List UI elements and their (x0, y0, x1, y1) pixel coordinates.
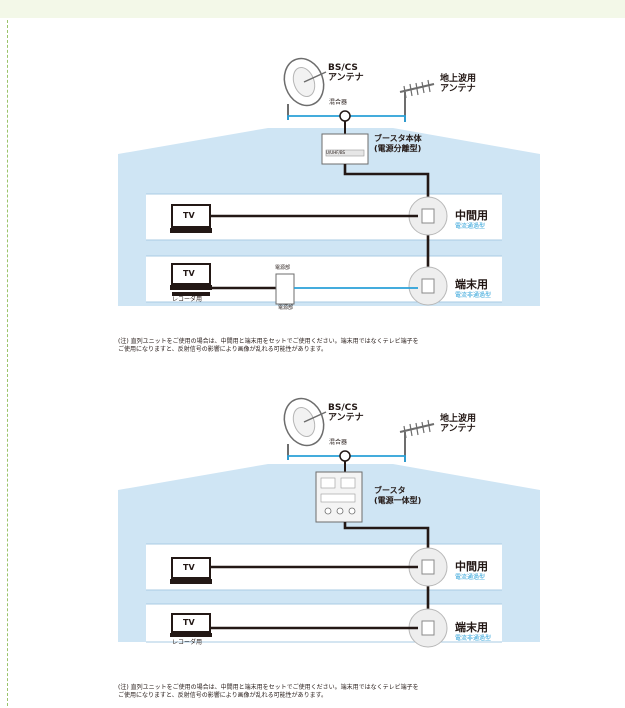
diagram-integrated-power-booster: BS/CS アンテナ 地上波用 アンテナ 混合器 ブースタ (電源一体型) TV… (118, 386, 540, 708)
recorder-label: レコーダ用 (172, 639, 203, 646)
outlet-intermediate-title: 中間用 (455, 209, 488, 222)
diagram-1-graphic (118, 57, 540, 306)
diagram-2-graphic (118, 397, 540, 648)
mixer-icon (339, 110, 351, 122)
outlet-intermediate-title: 中間用 (455, 560, 488, 573)
outlet-intermediate-icon (408, 196, 448, 236)
diagram-1-note: (注) 直列ユニットをご使用の場合は、中間用と端末用をセットでご使用ください。端… (118, 338, 419, 353)
outlet-terminal-title: 端末用 (455, 278, 488, 291)
tv-upper-label: TV (183, 211, 195, 220)
tv-lower-label: TV (183, 618, 195, 627)
outlet-intermediate-subtitle: 電流通過型 (455, 223, 486, 230)
booster-box-label: U/UHF/BS (326, 150, 346, 155)
bs-antenna-label: BS/CS アンテナ (328, 403, 364, 423)
power-supply-icon (275, 273, 295, 305)
outlet-intermediate-subtitle: 電流通過型 (455, 574, 486, 581)
tv-lower-label: TV (183, 269, 195, 278)
power-supply-sub-label: 電源部 (278, 305, 294, 311)
terrestrial-antenna-label: 地上波用 アンテナ (440, 414, 477, 434)
tv-lower-icon (170, 263, 212, 296)
bs-antenna-icon (283, 397, 327, 460)
terrestrial-antenna-label: 地上波用 アンテナ (440, 74, 477, 94)
booster-label: ブースタ (電源一体型) (374, 486, 422, 505)
power-supply-label: 電源部 (275, 265, 291, 271)
tv-lower-icon (170, 613, 212, 637)
booster-integrated-icon (315, 471, 363, 523)
bs-antenna-icon (283, 57, 327, 120)
diagram-separate-power-booster: BS/CS アンテナ 地上波用 アンテナ 混合器 ブースタ本体 (電源分離型) … (118, 50, 540, 372)
booster-unit-icon (321, 133, 369, 165)
recorder-label: レコーダ用 (172, 296, 203, 303)
top-band (0, 0, 625, 18)
outlet-intermediate-icon (408, 547, 448, 587)
frame-dashed-border (7, 20, 8, 706)
diagram-2-note: (注) 直列ユニットをご使用の場合は、中間用と端末用をセットでご使用ください。端… (118, 684, 419, 699)
mixer-icon (339, 450, 351, 462)
outlet-terminal-subtitle: 電流非通過型 (455, 635, 492, 642)
mixer-label: 混合器 (329, 99, 348, 106)
outlet-terminal-icon (408, 266, 448, 306)
bs-antenna-label: BS/CS アンテナ (328, 63, 364, 83)
mixer-label: 混合器 (329, 439, 348, 446)
outlet-terminal-icon (408, 608, 448, 648)
outlet-terminal-subtitle: 電流非通過型 (455, 292, 492, 299)
booster-label: ブースタ本体 (電源分離型) (374, 134, 422, 153)
outlet-terminal-title: 端末用 (455, 621, 488, 634)
tv-upper-label: TV (183, 563, 195, 572)
